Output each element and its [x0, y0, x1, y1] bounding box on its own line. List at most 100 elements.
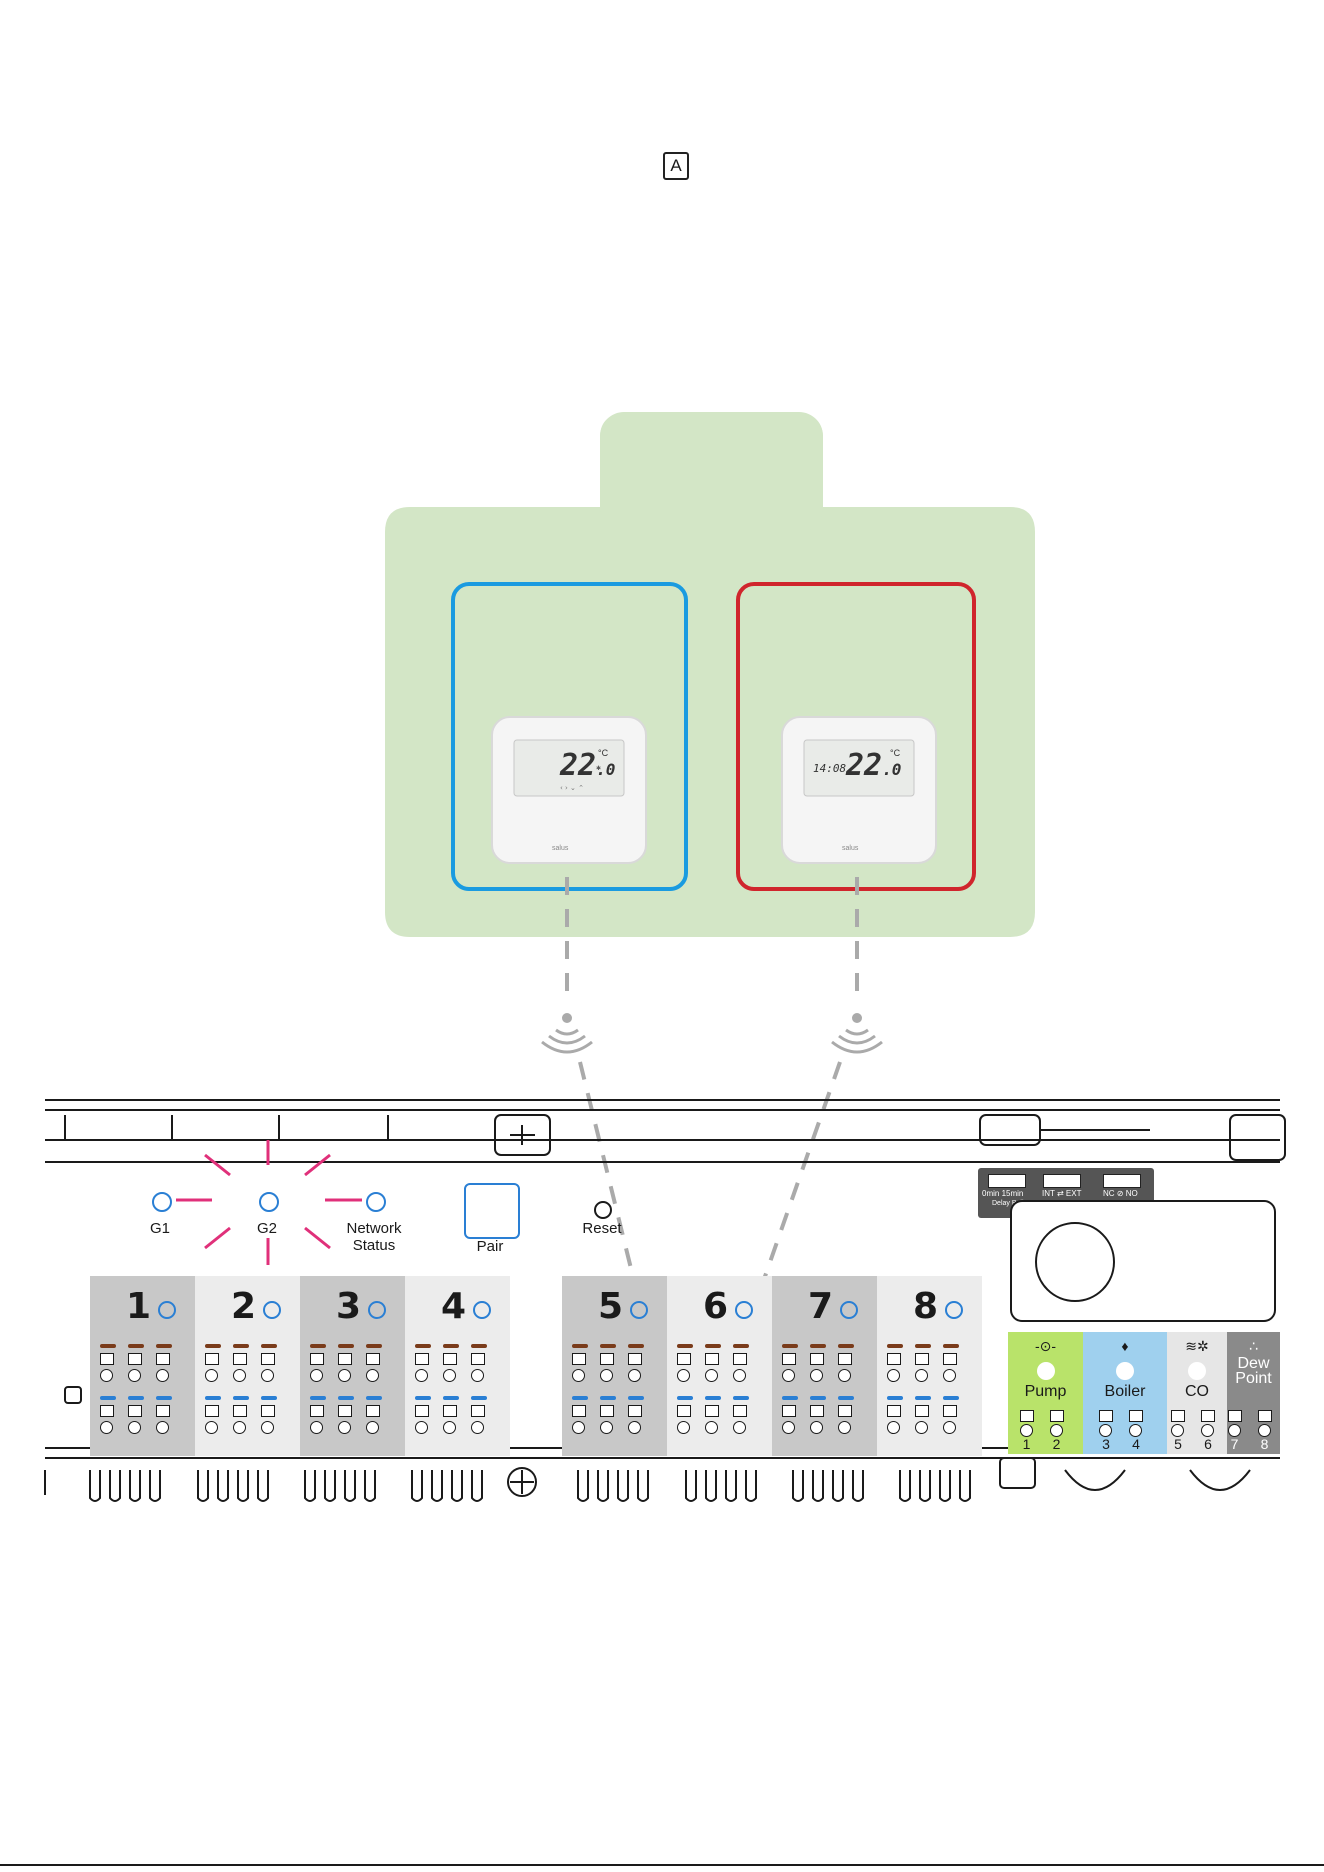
function-terminal	[1020, 1410, 1034, 1422]
function-pin-number: 8	[1258, 1436, 1272, 1452]
dial-knob[interactable]	[1035, 1222, 1115, 1302]
zone-terminal	[782, 1353, 796, 1365]
zone-terminal-screw	[100, 1421, 113, 1434]
wireless-icon-2	[832, 1013, 882, 1052]
zone-led	[158, 1301, 176, 1319]
zone-block: 7	[772, 1276, 877, 1456]
zone-wire-bar	[838, 1396, 854, 1400]
zone-wire-bar	[677, 1396, 693, 1400]
zone-wire-bar	[443, 1344, 459, 1348]
zone-wire-bar	[338, 1344, 354, 1348]
zone-terminal	[310, 1353, 324, 1365]
zone-terminal	[572, 1405, 586, 1417]
zone-terminal	[677, 1353, 691, 1365]
zone-wire-bar	[100, 1344, 116, 1348]
zone-terminal	[915, 1353, 929, 1365]
pump-icon: -⊙-	[1008, 1338, 1083, 1355]
connector-icon	[64, 1386, 82, 1404]
zone-wire-bar	[471, 1344, 487, 1348]
delay-switch[interactable]	[988, 1174, 1026, 1188]
function-pin-number: 7	[1228, 1436, 1242, 1452]
function-pin-number: 1	[1020, 1436, 1034, 1452]
zone-terminal-screw	[600, 1369, 613, 1382]
zone-terminal	[838, 1405, 852, 1417]
zone-terminal-screw	[310, 1421, 323, 1434]
zone-number: 4	[441, 1286, 466, 1327]
network-status-label: Network Status	[334, 1220, 414, 1254]
function-terminal	[1171, 1410, 1185, 1422]
zone-wire-bar	[366, 1344, 382, 1348]
int-ext-label: INT ⇄ EXT	[1042, 1189, 1081, 1198]
zone-terminal-screw	[471, 1421, 484, 1434]
zone-terminal	[156, 1405, 170, 1417]
zone-terminal	[600, 1353, 614, 1365]
zone-terminal	[233, 1353, 247, 1365]
zone-wire-bar	[887, 1396, 903, 1400]
zone-terminal	[733, 1405, 747, 1417]
zone-wire-bar	[128, 1344, 144, 1348]
zone-wire-bar	[600, 1396, 616, 1400]
zone-wire-bar	[915, 1344, 931, 1348]
g1-label: G1	[140, 1220, 180, 1237]
zone-terminal-screw	[810, 1369, 823, 1382]
function-led	[1188, 1362, 1206, 1380]
zone-wire-bar	[705, 1396, 721, 1400]
zone-terminal	[156, 1353, 170, 1365]
zone-terminal	[338, 1405, 352, 1417]
zone-terminal	[310, 1405, 324, 1417]
zone-number: 5	[598, 1286, 623, 1327]
zone-terminal-screw	[677, 1369, 690, 1382]
dew-icon: ∴	[1227, 1338, 1280, 1355]
zone-block: 2	[195, 1276, 300, 1456]
function-led	[1037, 1362, 1055, 1380]
zone-terminal-screw	[128, 1369, 141, 1382]
room-top-tab	[600, 412, 823, 532]
zone-terminal	[628, 1405, 642, 1417]
nc-no-switch[interactable]	[1103, 1174, 1141, 1188]
pair-button[interactable]	[464, 1183, 520, 1239]
zone-number: 1	[126, 1286, 151, 1327]
zone-terminal-screw	[915, 1421, 928, 1434]
zone-terminal-screw	[443, 1369, 456, 1382]
signal-line-1b	[580, 1062, 640, 1305]
zone-wire-bar	[572, 1344, 588, 1348]
network-status-led	[366, 1192, 386, 1212]
zone-wire-bar	[205, 1344, 221, 1348]
function-pin-number: 6	[1201, 1436, 1215, 1452]
zone-terminal-screw	[366, 1369, 379, 1382]
function-pin-number: 3	[1099, 1436, 1113, 1452]
zone-terminal	[443, 1353, 457, 1365]
zone-terminal-screw	[366, 1421, 379, 1434]
zone-block: 3	[300, 1276, 405, 1456]
zone-terminal-screw	[782, 1369, 795, 1382]
pair-label: Pair	[460, 1238, 520, 1255]
zone-wire-bar	[261, 1396, 277, 1400]
zone-number: 7	[808, 1286, 833, 1327]
zone-terminal	[366, 1405, 380, 1417]
zone-led	[945, 1301, 963, 1319]
zone-wire-bar	[628, 1396, 644, 1400]
zone-wire-bar	[782, 1344, 798, 1348]
flame-icon: ♦	[1083, 1338, 1167, 1354]
zone-wire-bar	[233, 1396, 249, 1400]
terminal-comb	[45, 1458, 1250, 1501]
zone-terminal-screw	[156, 1369, 169, 1382]
zone-terminal	[782, 1405, 796, 1417]
zone-terminal	[733, 1353, 747, 1365]
zone-terminal	[443, 1405, 457, 1417]
function-label: Dew Point	[1227, 1356, 1280, 1386]
zone-terminal	[810, 1353, 824, 1365]
delay-label: 0min 15min	[982, 1189, 1023, 1198]
zone-terminal-screw	[733, 1421, 746, 1434]
thermostat-2-brand: salus	[842, 845, 858, 852]
zone-terminal-screw	[128, 1421, 141, 1434]
zone-terminal	[943, 1353, 957, 1365]
thermostat-1-device: ✱ ‹ › ⌄ ⌃	[492, 717, 646, 863]
function-label: Boiler	[1083, 1384, 1167, 1399]
reset-button[interactable]	[594, 1201, 612, 1219]
function-pin-number: 5	[1171, 1436, 1185, 1452]
function-pin-number: 2	[1050, 1436, 1064, 1452]
zone-wire-bar	[310, 1396, 326, 1400]
int-ext-switch[interactable]	[1043, 1174, 1081, 1188]
